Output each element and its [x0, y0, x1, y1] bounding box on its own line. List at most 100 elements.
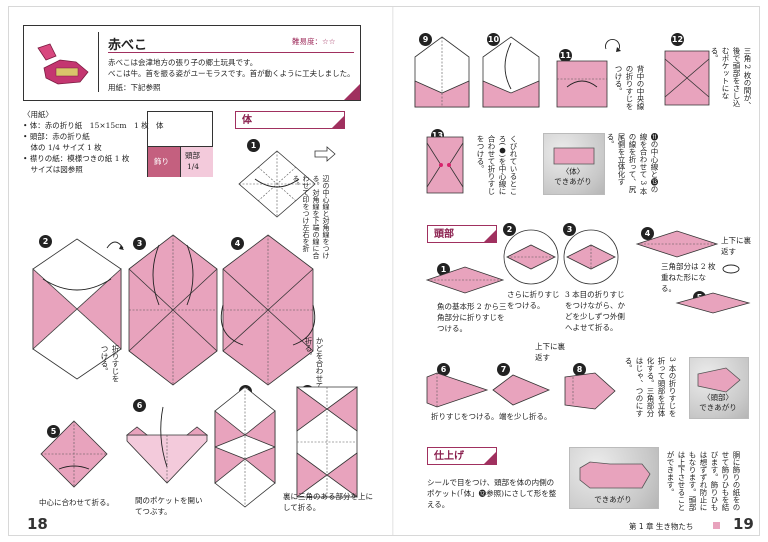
head-step-7-caption: 端を少し折る。 [499, 412, 552, 421]
head-step-1-number: 1 [437, 263, 450, 276]
body-photo-icon [553, 147, 595, 165]
step-13-diagram [426, 136, 464, 194]
final-akabeko-icon [579, 461, 651, 489]
step-5-caption: 中心に合わせて折る。 [39, 498, 114, 507]
head-step-4-caption: 三角部分は 2 枚重ねた形になる。 [661, 262, 716, 293]
head-step-8-diagram [564, 372, 616, 410]
book-spread: 赤べこ 難易度：☆☆ 赤べこは会津地方の張り子の郷土玩具です。 べこは牛。首を振… [8, 6, 760, 536]
head-step-1-caption: 魚の基本形 2 から三角部分に折りすじをつける。 [437, 302, 507, 333]
step-10-number: 10 [487, 33, 500, 46]
paper-head-label: 頭部 [185, 151, 200, 160]
section-finish-header: 仕上げ [427, 447, 497, 465]
body-finished-photo [543, 133, 605, 195]
head-step-2-number: 2 [503, 223, 516, 236]
head-photo-label: 〈頭部〉 できあがり [699, 393, 737, 412]
head-step-3-number: 3 [563, 223, 576, 236]
step-13-caption-b: ⓫の中心線と⓭の線を合わせて 3 本の線を折って、尻尾側を立体化する。 [606, 133, 659, 196]
step-4-caption: かどを合わせて折る。 [304, 337, 324, 390]
head-finished-photo [689, 357, 749, 419]
head-step-6-number: 6 [437, 363, 450, 376]
step-6-diagram [125, 406, 209, 484]
difficulty: 難易度：☆☆ [292, 37, 336, 46]
step-7-diagram [214, 386, 276, 508]
paper-layout-diagram: 体 飾り 頭部 1/4 [147, 111, 213, 177]
head-step-6-caption: 折りすじをつける。 [431, 412, 499, 421]
step-11-diagram [556, 60, 608, 108]
head-step-1-diagram [425, 266, 505, 294]
step-3-number: 3 [133, 237, 146, 250]
finish-caption: シールで目をつけ、頭部を体の内側のポケット(「体」⓬参照)にさして形を整える。 [427, 478, 557, 509]
step-2-diagram [32, 238, 122, 380]
step-5-number: 5 [47, 425, 60, 438]
gutter [392, 7, 394, 535]
head-step-6-diagram [426, 372, 489, 408]
step-10-diagram [482, 36, 540, 108]
chapter-marker [713, 522, 720, 529]
description-line-1: 赤べこは会津地方の張り子の郷土玩具です。 [108, 58, 258, 67]
step-12-number: 12 [671, 33, 684, 46]
head-step-2-caption: さらに折りすじをつける。 [507, 290, 560, 310]
head-step-7-number: 7 [497, 363, 510, 376]
finish-caption-2: 胴に飾りの紙をのせて飾りひもを結びます。飾りひもは想ずずれ防止にもなります。頭部… [666, 451, 741, 511]
description-line-2: べこは牛。首を振る姿がユーモラスです。首が動くように工夫しました。 [108, 69, 355, 78]
section-corner-mark [331, 115, 345, 129]
paper-ref: 用紙：下記参照 [108, 83, 161, 92]
materials-title: 〈用紙〉 [23, 110, 53, 119]
material-5: サイズは図参照 [23, 165, 83, 174]
head-step-4-number: 4 [641, 227, 654, 240]
title-underline [108, 52, 354, 53]
flip-icon-2 [722, 264, 740, 274]
chapter-label: 第 1 章 生き物たち [629, 522, 694, 531]
step-2-number: 2 [39, 235, 52, 248]
step-6-caption: 間のポケットを開いてつぶす。 [135, 496, 203, 516]
step-9-number: 9 [419, 33, 432, 46]
left-page-number: 18 [27, 515, 48, 533]
head-step-4-flip: 上下に裏返す [721, 236, 751, 256]
rotate-arrow-icon [314, 146, 336, 162]
paper-quarter-label: 1/4 [187, 162, 200, 171]
head-step-8-number: 8 [573, 363, 586, 376]
step-13-caption: くびれているところ(●)を中心線に合わせて折りすじをつける。 [476, 135, 518, 195]
akabeko-photo-icon [37, 43, 89, 85]
rotate-icon [605, 39, 621, 52]
step-8-diagram [296, 386, 358, 498]
step-11-number: 11 [559, 49, 572, 62]
final-photo [569, 447, 659, 509]
material-2: • 頭部：赤の折り紙 [23, 132, 90, 141]
step-12-caption: 三角 2 枚の間が、後で頭部をさし込むポケットになる。 [710, 47, 752, 110]
step-8-caption: 裏に三角のある部分を上にして折る。 [283, 492, 373, 512]
section-finish-corner-mark [483, 451, 497, 465]
paper-head: 頭部 1/4 [180, 146, 213, 177]
step-1-number: 1 [247, 139, 260, 152]
title-box: 赤べこ 難易度：☆☆ 赤べこは会津地方の張り子の郷土玩具です。 べこは牛。首を振… [23, 25, 361, 101]
step-9-diagram [414, 36, 470, 108]
head-step-3-diagram [563, 229, 619, 285]
head-step-8-caption: 3 本の折りすじを折って頭部を立体化する。三角部分はじゃ、つのにする。 [624, 357, 677, 417]
step-1-caption: 辺の中心線と対角線をつける。対角線を下端の線に合わせて印をつけ左右を折る。 [292, 175, 330, 259]
paper-collar-label: 飾り [154, 157, 169, 166]
step-2-caption: 折りすじをつける。 [100, 345, 120, 383]
head-step-7-diagram [492, 374, 551, 406]
head-step-5-diagram [675, 292, 751, 314]
step-3-diagram [128, 234, 218, 386]
step-11-caption: 背中の中央線の折りすじをつける。 [614, 65, 645, 110]
section-body-header: 体 [235, 111, 345, 129]
head-photo-icon [697, 367, 741, 393]
step-4-diagram [220, 234, 316, 386]
head-step-3-caption: 3 本目の折りすじをつけながら、かどを少しずつ外側へよせて折る。 [565, 290, 625, 332]
paper-body-label: 体 [156, 121, 164, 130]
flip-icon [106, 241, 124, 250]
paper-collar: 飾り [148, 146, 180, 177]
head-step-4-diagram [635, 230, 719, 258]
section-finish-title: 仕上げ [434, 451, 464, 462]
material-4: • 襟りの紙：模様つきの紙 1 枚 [23, 154, 130, 163]
step-12-diagram [664, 50, 710, 106]
title-corner-mark [344, 84, 360, 100]
section-body-title: 体 [242, 115, 252, 126]
final-photo-label: できあがり [594, 495, 632, 504]
step-6-number: 6 [133, 399, 146, 412]
material-1: • 体：赤の折り紙 15×15cm 1 枚 [23, 121, 149, 130]
section-head-corner-mark [483, 229, 497, 243]
step-4-number: 4 [231, 237, 244, 250]
page-title: 赤べこ [108, 38, 148, 53]
